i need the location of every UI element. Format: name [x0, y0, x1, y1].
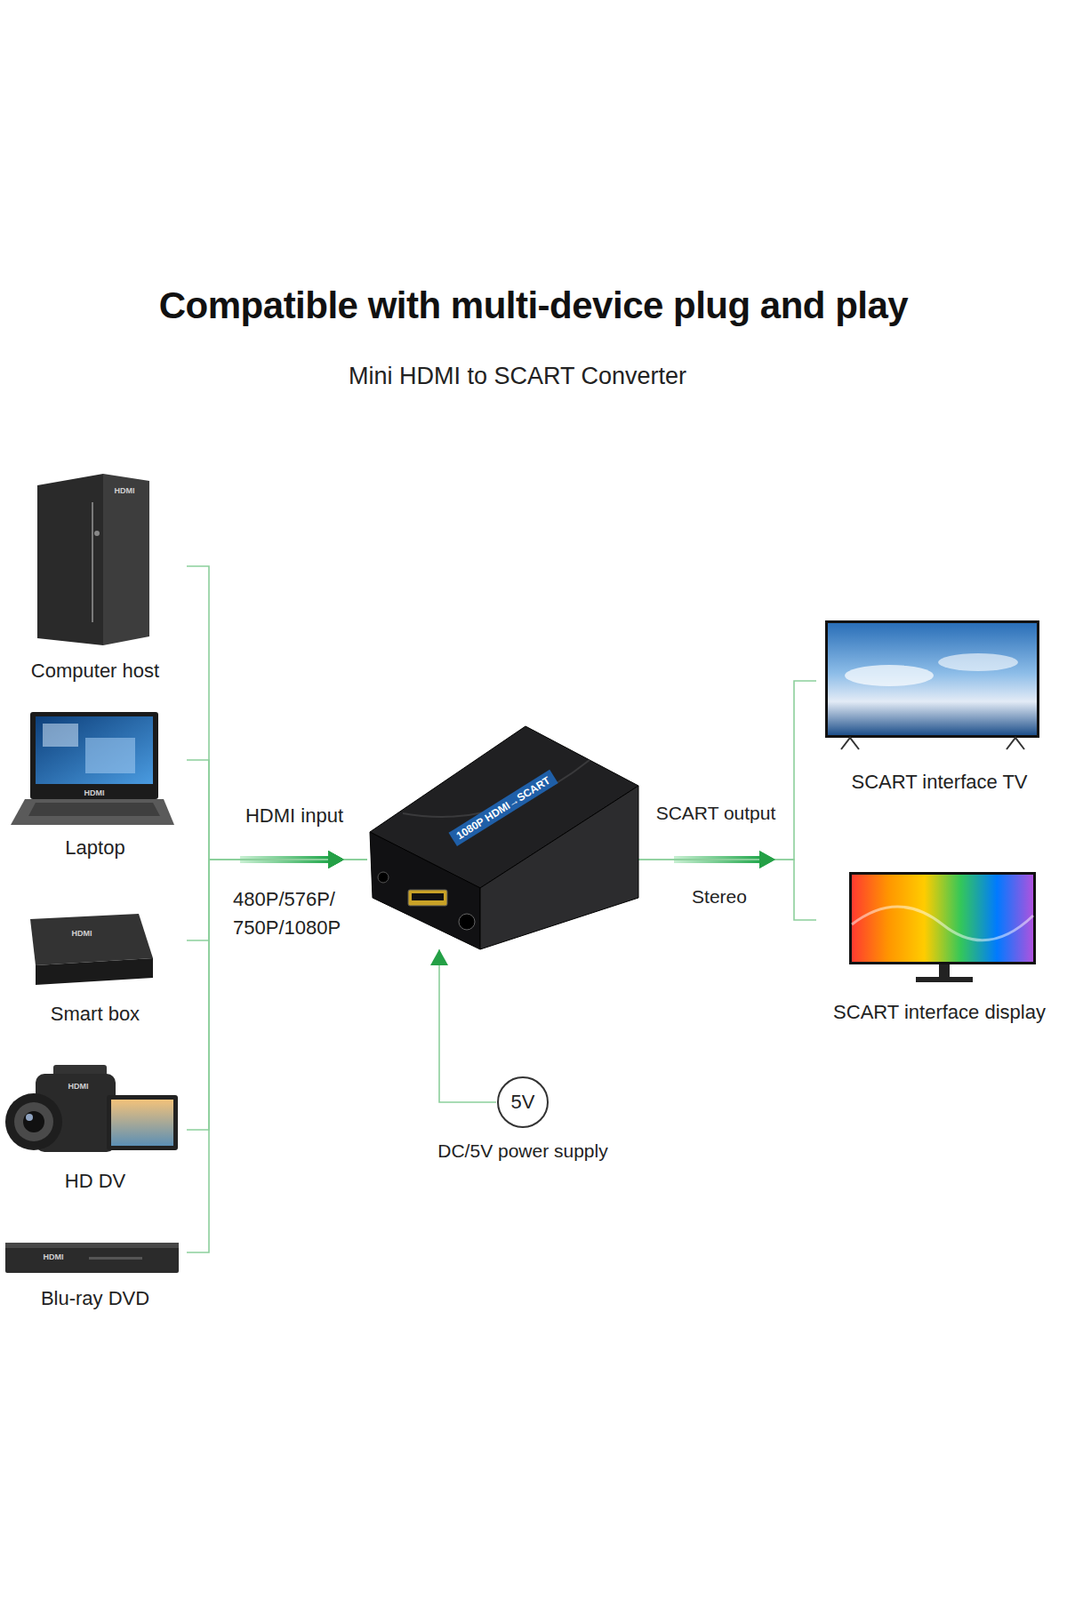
resolution-note: 480P/576P/ 750P/1080P — [232, 885, 367, 943]
device-box: HD DV — [3, 1062, 187, 1196]
camcorder — [5, 1065, 178, 1153]
device-name: Smart box — [50, 1002, 140, 1027]
disc-slot — [88, 1257, 143, 1260]
device-box: SCART interface display — [816, 866, 1063, 1029]
signal-connector — [186, 850, 368, 1253]
tv-leg — [841, 738, 859, 750]
audio-jack — [377, 872, 389, 883]
display-screen — [851, 874, 1034, 963]
box-front — [35, 958, 153, 986]
lens-glint — [25, 1114, 33, 1122]
voltage-mark: 5V — [511, 1091, 536, 1115]
connector-line — [186, 566, 368, 860]
port-label: SCART output — [656, 802, 777, 825]
laptop-base — [10, 799, 175, 826]
scart-display — [849, 872, 1036, 983]
connector-line — [186, 859, 368, 1253]
port-label: HDMI input — [245, 804, 344, 828]
device-box: Smart box — [3, 905, 187, 1030]
dc-jack — [458, 914, 475, 931]
signal-connector — [430, 949, 497, 1103]
device-name: Blu-ray DVD — [40, 1287, 150, 1311]
arrow-head — [759, 850, 776, 869]
laptop-keyboard — [28, 802, 161, 817]
laptop-screen — [35, 716, 153, 785]
arrow-head — [328, 850, 345, 869]
tower-stripe — [91, 502, 94, 623]
hdmi-port — [411, 893, 444, 901]
power-circle-ring — [497, 1077, 548, 1128]
display-foot — [915, 977, 973, 983]
computer-tower — [37, 473, 150, 646]
connector-line — [186, 859, 368, 1131]
display-frame — [849, 872, 1036, 965]
tower-side — [103, 473, 150, 646]
scart-tv — [825, 620, 1040, 750]
laptop-window — [42, 723, 79, 747]
device-box: Laptop — [3, 706, 187, 863]
connector-line — [638, 859, 817, 921]
device-logo: HDMI — [72, 929, 93, 939]
laptop-bezel — [30, 712, 159, 800]
arrow-head — [328, 850, 345, 869]
player-top — [5, 1243, 179, 1249]
converter-box: 1080P HDMI→SCART — [367, 724, 639, 950]
signal-connector — [186, 566, 368, 869]
tv-leg — [1006, 738, 1025, 750]
connector-line — [638, 681, 817, 860]
laptop — [10, 712, 175, 826]
camcorder-picture — [111, 1099, 174, 1147]
arrow-head — [759, 850, 776, 869]
arrow-head — [328, 850, 345, 869]
device-box: Computer host — [3, 466, 187, 690]
power-label: DC/5V power supply — [437, 1139, 608, 1164]
device-name: SCART interface TV — [850, 770, 1027, 795]
power-circle: 5VDC/5V power supply — [496, 1075, 550, 1130]
arrow-head — [430, 949, 449, 966]
bluray-player — [5, 1243, 179, 1274]
camcorder-lens — [14, 1102, 54, 1142]
device-name: Computer host — [31, 659, 160, 683]
tv-cloud — [844, 665, 934, 687]
signal-connector — [638, 681, 817, 869]
device-name: HD DV — [64, 1170, 126, 1194]
device-name: SCART interface display — [833, 1001, 1046, 1025]
connector-line — [439, 949, 497, 1103]
display-neck — [938, 964, 950, 978]
converter-shape — [367, 724, 639, 950]
signal-connector — [186, 760, 368, 869]
signal-connector — [186, 850, 368, 1131]
device-box: Blu-ray DVD — [3, 1234, 187, 1315]
device-name: Laptop — [64, 836, 125, 860]
converter-front — [369, 832, 481, 950]
camcorder-lens — [23, 1111, 45, 1133]
arrow-head — [328, 850, 345, 869]
diagram-title: Compatible with multi-device plug and pl… — [159, 284, 908, 328]
device-box: SCART interface TV — [816, 613, 1063, 799]
tower-front — [37, 473, 104, 646]
connector-line — [186, 760, 368, 860]
subtitle: Mini HDMI to SCART Converter — [348, 361, 687, 391]
camcorder-screen — [106, 1095, 178, 1151]
hdmi-port — [408, 890, 448, 907]
tv-cloud — [938, 653, 1019, 672]
device-logo: HDMI — [84, 788, 105, 799]
audio-note: Stereo — [691, 885, 747, 908]
camcorder-lens — [5, 1093, 63, 1151]
tower-button — [94, 530, 100, 537]
device-logo: HDMI — [114, 486, 136, 497]
tv-screen — [827, 623, 1037, 736]
device-logo: HDMI — [43, 1252, 65, 1263]
box-top — [30, 914, 153, 966]
arrow-head — [328, 850, 345, 869]
display-wave — [851, 906, 1034, 941]
tv-frame — [825, 620, 1040, 739]
laptop-window — [85, 738, 136, 774]
smart-box — [30, 914, 153, 986]
player-body — [5, 1243, 179, 1274]
device-logo: HDMI — [68, 1082, 89, 1092]
signal-connector — [638, 850, 817, 921]
